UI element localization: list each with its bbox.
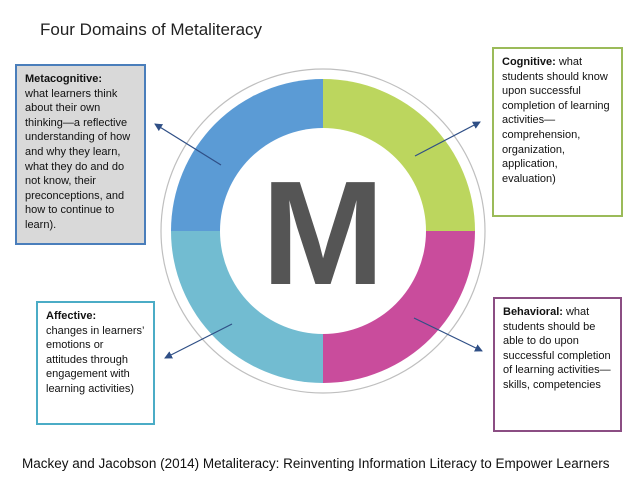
cognitive-heading: Cognitive: xyxy=(502,56,556,68)
behavioral-heading: Behavioral: xyxy=(503,306,563,318)
metacognitive-box: Metacognitive: what learners think about… xyxy=(15,64,146,245)
inner-circle xyxy=(220,128,426,334)
outer-ring xyxy=(160,68,486,394)
citation: Mackey and Jacobson (2014) Metaliteracy:… xyxy=(22,456,610,471)
behavioral-box: Behavioral: what students should be able… xyxy=(493,297,622,432)
arrow-behavioral xyxy=(413,317,483,352)
arrow-cognitive xyxy=(414,121,481,157)
behavioral-text: what students should be able to do upon … xyxy=(503,306,611,391)
cognitive-box: Cognitive: what students should know upo… xyxy=(492,47,623,217)
page-title: Four Domains of Metaliteracy xyxy=(40,20,263,39)
affective-text: changes in learners’ emotions or attitud… xyxy=(46,324,145,395)
affective-heading: Affective: xyxy=(46,310,97,322)
arrow-metacognitive xyxy=(154,123,222,166)
metacognitive-heading: Metacognitive: xyxy=(25,73,103,85)
affective-box: Affective: changes in learners’ emotions… xyxy=(36,301,155,425)
arrow-affective xyxy=(164,323,233,359)
cognitive-text: what students should know upon successfu… xyxy=(502,56,610,185)
center-letter: M xyxy=(261,151,384,316)
metacognitive-text: what learners think about their own thin… xyxy=(25,87,131,231)
